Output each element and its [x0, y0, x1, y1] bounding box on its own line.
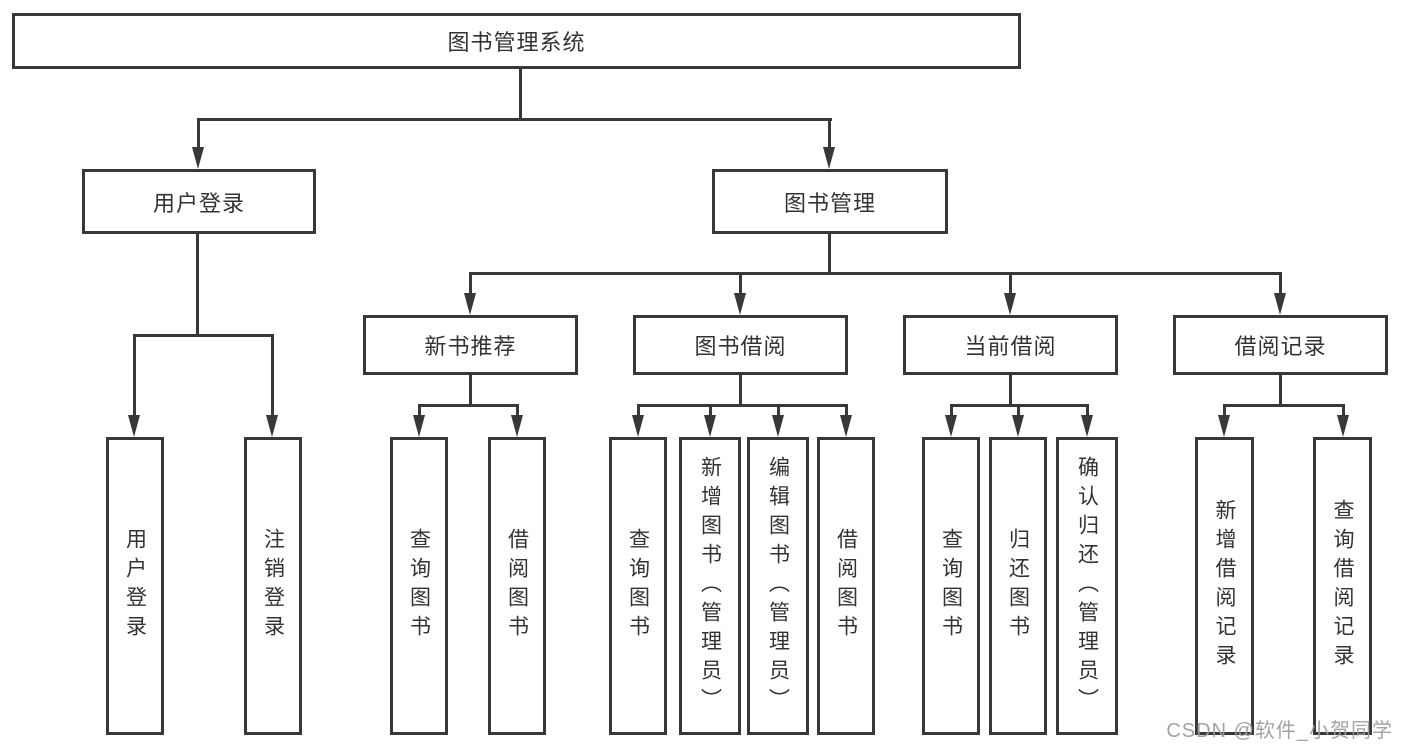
arrow-stem: [516, 404, 519, 417]
leaf-confirm-return-admin-label: 确认归还（管理员）: [1075, 455, 1099, 717]
arrow-stem: [1223, 404, 1226, 417]
arrow-down-icon: [945, 415, 957, 437]
connector-to-user-login-stem: [197, 118, 200, 150]
leaf-add-books-admin-label: 新增图书（管理员）: [698, 455, 722, 717]
leaf-logout-label: 注销登录: [261, 528, 285, 644]
arrow-down-icon: [192, 147, 204, 169]
arrow-down-icon: [632, 415, 644, 437]
leaf-borrow-books-recommend-label: 借阅图书: [505, 528, 529, 644]
connector-root-stem: [519, 68, 522, 120]
leaf-query-books-borrow: 查询图书: [609, 437, 667, 735]
leaf-borrow-books-label: 借阅图书: [834, 528, 858, 644]
node-current-borrow: 当前借阅: [903, 315, 1118, 375]
node-library-system-label: 图书管理系统: [447, 30, 586, 55]
leaf-logout: 注销登录: [244, 437, 302, 735]
leaf-add-books-admin: 新增图书（管理员）: [679, 437, 741, 735]
node-current-borrow-label: 当前借阅: [964, 334, 1057, 359]
leaf-query-borrow-record: 查询借阅记录: [1313, 437, 1372, 735]
arrow-stem: [418, 404, 421, 417]
node-book-management: 图书管理: [712, 169, 948, 234]
arrow-down-icon: [1081, 415, 1093, 437]
connector-book-borrow-hbar: [637, 404, 848, 407]
node-book-borrow-label: 图书借阅: [694, 334, 787, 359]
arrow-stem: [1017, 404, 1020, 417]
arrow-stem: [1342, 404, 1345, 417]
leaf-edit-books-admin: 编辑图书（管理员）: [747, 437, 809, 735]
arrow-down-icon: [1337, 415, 1349, 437]
arrow-down-icon: [704, 415, 716, 437]
leaf-return-books: 归还图书: [989, 437, 1047, 735]
arrow-stem: [1086, 404, 1089, 417]
arrow-down-icon: [511, 415, 523, 437]
node-book-management-label: 图书管理: [783, 190, 876, 216]
leaf-borrow-books-recommend: 借阅图书: [488, 437, 546, 735]
leaf-query-books-current: 查询图书: [922, 437, 980, 735]
connector-book-management-stem: [828, 233, 831, 275]
leaf-query-books-current-label: 查询图书: [939, 528, 963, 644]
arrow-stem: [950, 404, 953, 417]
arrow-down-icon: [1004, 293, 1016, 315]
arrow-down-icon: [413, 415, 425, 437]
node-new-book-recommend: 新书推荐: [363, 315, 578, 375]
leaf-confirm-return-admin: 确认归还（管理员）: [1056, 437, 1118, 735]
connector-to-book-borrow-stem: [739, 272, 742, 295]
leaf-edit-books-admin-label: 编辑图书（管理员）: [766, 455, 790, 717]
connector-to-new-book-recommend-stem: [469, 272, 472, 295]
arrow-down-icon: [823, 147, 835, 169]
leaf-borrow-books: 借阅图书: [817, 437, 875, 735]
arrow-down-icon: [1012, 415, 1024, 437]
node-user-login: 用户登录: [82, 169, 316, 234]
connector-book-borrow-stem: [739, 374, 742, 407]
node-new-book-recommend-label: 新书推荐: [424, 334, 517, 359]
connector-to-borrow-records-stem: [1279, 272, 1282, 295]
connector-root-hbar: [197, 118, 832, 121]
leaf-user-login: 用户登录: [106, 437, 164, 735]
arrow-stem: [709, 404, 712, 417]
arrow-down-icon: [772, 415, 784, 437]
leaf-user-login-label: 用户登录: [123, 528, 147, 644]
leaf-query-books-recommend-label: 查询图书: [407, 528, 431, 644]
connector-book-management-hbar: [469, 272, 1282, 275]
node-user-login-label: 用户登录: [152, 190, 245, 216]
node-library-system: 图书管理系统: [12, 13, 1021, 69]
leaf-return-books-label: 归还图书: [1006, 528, 1030, 644]
leaf-add-borrow-record-label: 新增借阅记录: [1213, 499, 1236, 673]
node-book-borrow: 图书借阅: [633, 315, 848, 375]
connector-user-login-stem: [196, 233, 199, 336]
connector-borrow-records-hbar: [1223, 404, 1345, 407]
connector-new-book-recommend-stem: [469, 374, 472, 407]
arrow-down-icon: [734, 293, 746, 315]
arrow-down-icon: [128, 415, 140, 437]
connector-to-leaf-user-login-stem: [133, 334, 136, 417]
connector-to-book-management-stem: [828, 118, 831, 150]
connector-current-borrow-stem: [1009, 374, 1012, 407]
node-borrow-records-label: 借阅记录: [1234, 334, 1327, 359]
connector-borrow-records-stem: [1279, 374, 1282, 407]
arrow-down-icon: [1274, 293, 1286, 315]
leaf-query-books-borrow-label: 查询图书: [626, 528, 650, 644]
arrow-down-icon: [840, 415, 852, 437]
arrow-stem: [845, 404, 848, 417]
connector-to-current-borrow-stem: [1009, 272, 1012, 295]
connector-to-leaf-logout-stem: [271, 334, 274, 417]
arrow-down-icon: [464, 293, 476, 315]
leaf-add-borrow-record: 新增借阅记录: [1195, 437, 1254, 735]
leaf-query-books-recommend: 查询图书: [390, 437, 448, 735]
connector-new-book-recommend-hbar: [418, 404, 519, 407]
connector-user-login-hbar: [133, 334, 274, 337]
arrow-stem: [777, 404, 780, 417]
leaf-query-borrow-record-label: 查询借阅记录: [1331, 499, 1354, 673]
node-borrow-records: 借阅记录: [1173, 315, 1388, 375]
arrow-down-icon: [1218, 415, 1230, 437]
arrow-down-icon: [266, 415, 278, 437]
arrow-stem: [637, 404, 640, 417]
csdn-watermark: CSDN @软件_小贺同学: [1166, 720, 1393, 742]
